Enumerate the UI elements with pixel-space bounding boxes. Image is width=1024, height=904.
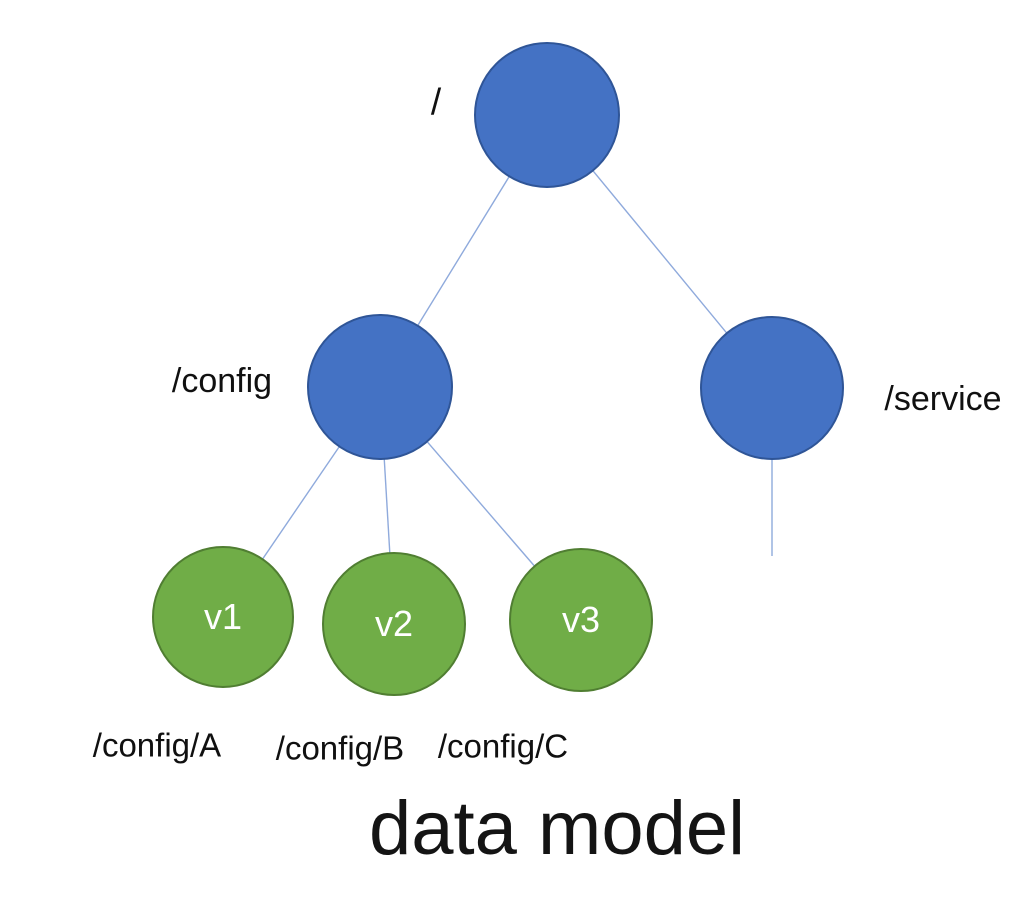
diagram-title: data model xyxy=(368,786,746,871)
label-service-path: /service xyxy=(884,380,1002,418)
node-root xyxy=(474,42,620,188)
node-service xyxy=(700,316,844,460)
node-v1: v1 xyxy=(152,546,294,688)
node-v2-label: v2 xyxy=(374,603,414,644)
label-config-c-path: /config/C xyxy=(437,727,569,765)
node-config xyxy=(307,314,453,460)
label-config-a-path: /config/A xyxy=(92,726,222,764)
label-config-path: /config xyxy=(171,362,273,400)
label-root-path: / xyxy=(430,81,442,123)
node-v1-label: v1 xyxy=(203,596,243,637)
node-v2: v2 xyxy=(322,552,466,696)
label-config-b-path: /config/B xyxy=(275,729,405,767)
node-v3-label: v3 xyxy=(561,599,601,640)
node-v3: v3 xyxy=(509,548,653,692)
